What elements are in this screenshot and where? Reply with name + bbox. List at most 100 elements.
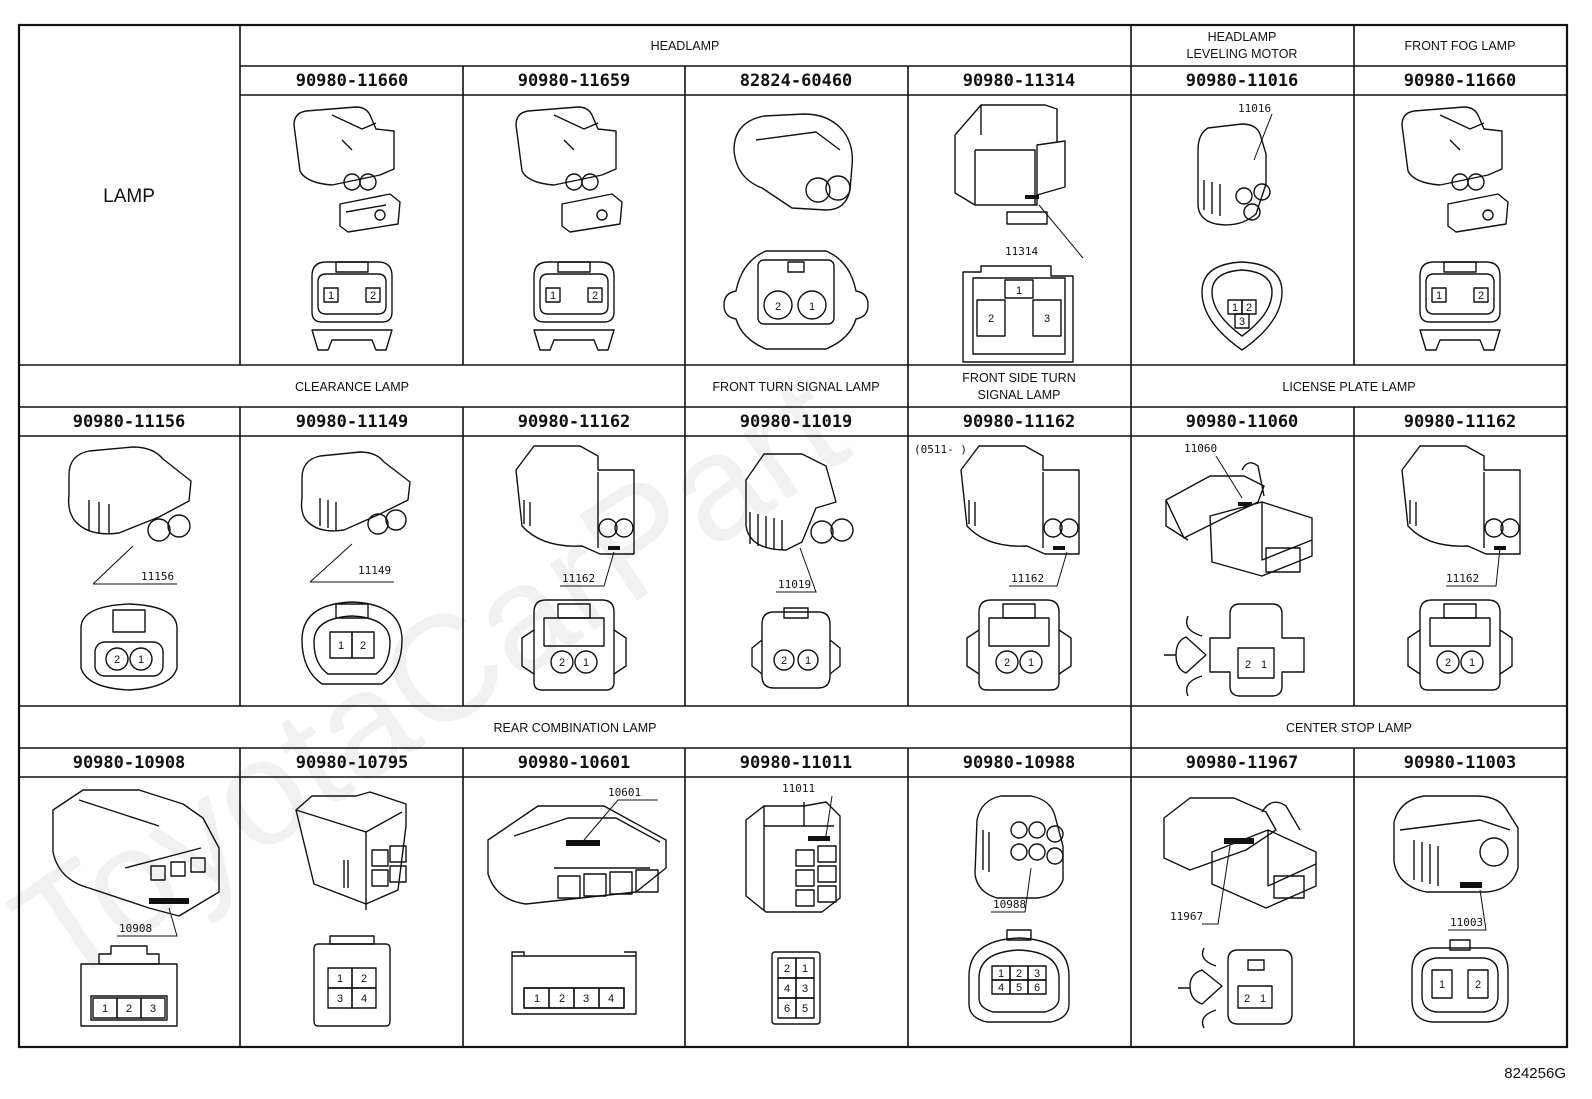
part-number: 90980-11019	[740, 412, 853, 432]
svg-text:1: 1	[102, 1003, 108, 1015]
figure-id: 824256G	[1504, 1065, 1566, 1082]
connector-face: 2 1	[1178, 947, 1293, 1029]
svg-text:2: 2	[1246, 302, 1252, 314]
part-tag: 10908	[119, 922, 152, 935]
connector-face: 1 2	[311, 261, 393, 351]
part-tag: 11162	[1011, 572, 1044, 585]
connector-illustration	[733, 113, 854, 211]
section-leveling-line2: LEVELING MOTOR	[1187, 47, 1298, 61]
svg-text:3: 3	[1034, 968, 1040, 980]
svg-text:6: 6	[1034, 982, 1040, 994]
svg-text:1: 1	[1260, 993, 1266, 1005]
connector-face: 1 2 3	[1201, 261, 1283, 351]
svg-text:2: 2	[784, 963, 790, 975]
part-number: 90980-11967	[1186, 753, 1299, 773]
connector-face: 1 2 3 4	[511, 951, 637, 1015]
svg-text:2: 2	[370, 290, 376, 302]
svg-text:1: 1	[338, 640, 344, 652]
connector-face: 2 1	[1407, 599, 1513, 691]
part-number: 90980-11011	[740, 753, 853, 773]
part-number: 90980-11003	[1404, 753, 1517, 773]
svg-text:1: 1	[583, 657, 589, 669]
connector-face: 1 2	[301, 601, 403, 685]
connector-face: 2 1	[1164, 603, 1305, 697]
connector-illustration: 10988	[974, 795, 1064, 913]
connector-face: 2 1	[80, 603, 178, 691]
svg-text:3: 3	[583, 993, 589, 1005]
svg-text:3: 3	[1044, 313, 1050, 325]
watermark: ToyotaCarPart	[0, 341, 873, 1016]
svg-text:4: 4	[998, 982, 1004, 994]
svg-text:1: 1	[138, 654, 144, 666]
svg-text:6: 6	[784, 1003, 790, 1015]
svg-text:2: 2	[1478, 290, 1484, 302]
connector-face: 1 2 3 4	[313, 935, 391, 1027]
svg-text:1: 1	[809, 301, 815, 313]
svg-text:2: 2	[1245, 659, 1251, 671]
page-title: LAMP	[103, 186, 155, 207]
section-headlamp: HEADLAMP	[651, 39, 720, 53]
connector-face: 2 1	[751, 607, 841, 689]
svg-text:2: 2	[559, 657, 565, 669]
section-side-turn-line2: SIGNAL LAMP	[978, 388, 1061, 402]
svg-text:1: 1	[337, 973, 343, 985]
connector-face: 1 2 3	[80, 945, 178, 1027]
part-number: 90980-11314	[963, 71, 1076, 91]
part-tag: 11967	[1170, 910, 1203, 923]
part-tag: 11314	[1005, 245, 1038, 258]
grid-lines	[19, 25, 1567, 1047]
part-number: 90980-11149	[296, 412, 409, 432]
section-side-turn-line1: FRONT SIDE TURN	[962, 371, 1075, 385]
part-tag: 11011	[782, 782, 815, 795]
part-tag: 11162	[1446, 572, 1479, 585]
part-tag: 11149	[358, 564, 391, 577]
svg-text:4: 4	[784, 983, 790, 995]
svg-text:4: 4	[361, 993, 367, 1005]
svg-text:5: 5	[1016, 982, 1022, 994]
part-tag: 11019	[778, 578, 811, 591]
svg-text:1: 1	[534, 993, 540, 1005]
svg-text:1: 1	[1469, 657, 1475, 669]
connector-face: 2 1	[521, 599, 627, 691]
svg-text:2: 2	[114, 654, 120, 666]
section-rear: REAR COMBINATION LAMP	[494, 721, 657, 735]
connector-illustration	[515, 106, 623, 233]
part-number: 90980-11659	[518, 71, 631, 91]
connector-face: 1 2	[533, 261, 615, 351]
part-tag: 11156	[141, 570, 174, 583]
part-number: 90980-11162	[963, 412, 1076, 432]
part-number: 90980-10601	[518, 753, 631, 773]
part-number: 90980-10988	[963, 753, 1076, 773]
part-number: 90980-11060	[1186, 412, 1299, 432]
svg-text:1: 1	[1439, 979, 1445, 991]
part-number: 90980-11660	[1404, 71, 1517, 91]
section-license: LICENSE PLATE LAMP	[1282, 380, 1415, 394]
svg-text:5: 5	[802, 1003, 808, 1015]
svg-text:3: 3	[337, 993, 343, 1005]
connector-face: 2 1	[723, 250, 869, 350]
svg-text:2: 2	[1244, 993, 1250, 1005]
svg-text:2: 2	[1445, 657, 1451, 669]
table-border	[17, 23, 1569, 1049]
svg-text:3: 3	[1239, 316, 1245, 328]
part-number: 90980-10908	[73, 753, 186, 773]
connector-illustration: 11016	[1197, 102, 1273, 226]
section-clearance: CLEARANCE LAMP	[295, 380, 409, 394]
connector-face: 2 1	[966, 599, 1072, 691]
part-tag: 11016	[1238, 102, 1271, 115]
part-tag: 10988	[993, 898, 1026, 911]
part-number: 90980-11162	[1404, 412, 1517, 432]
connector-illustration: 11011	[745, 782, 841, 913]
svg-text:1: 1	[328, 290, 334, 302]
connector-illustration: 10908	[52, 789, 220, 937]
part-tag: 10601	[608, 786, 641, 799]
svg-text:1: 1	[1232, 302, 1238, 314]
part-tag: 11162	[562, 572, 595, 585]
connector-illustration: 11967	[1163, 797, 1317, 925]
part-number: 90980-10795	[296, 753, 409, 773]
svg-text:1: 1	[805, 655, 811, 667]
svg-text:4: 4	[608, 993, 614, 1005]
svg-text:1: 1	[802, 963, 808, 975]
connector-illustration	[295, 791, 407, 910]
